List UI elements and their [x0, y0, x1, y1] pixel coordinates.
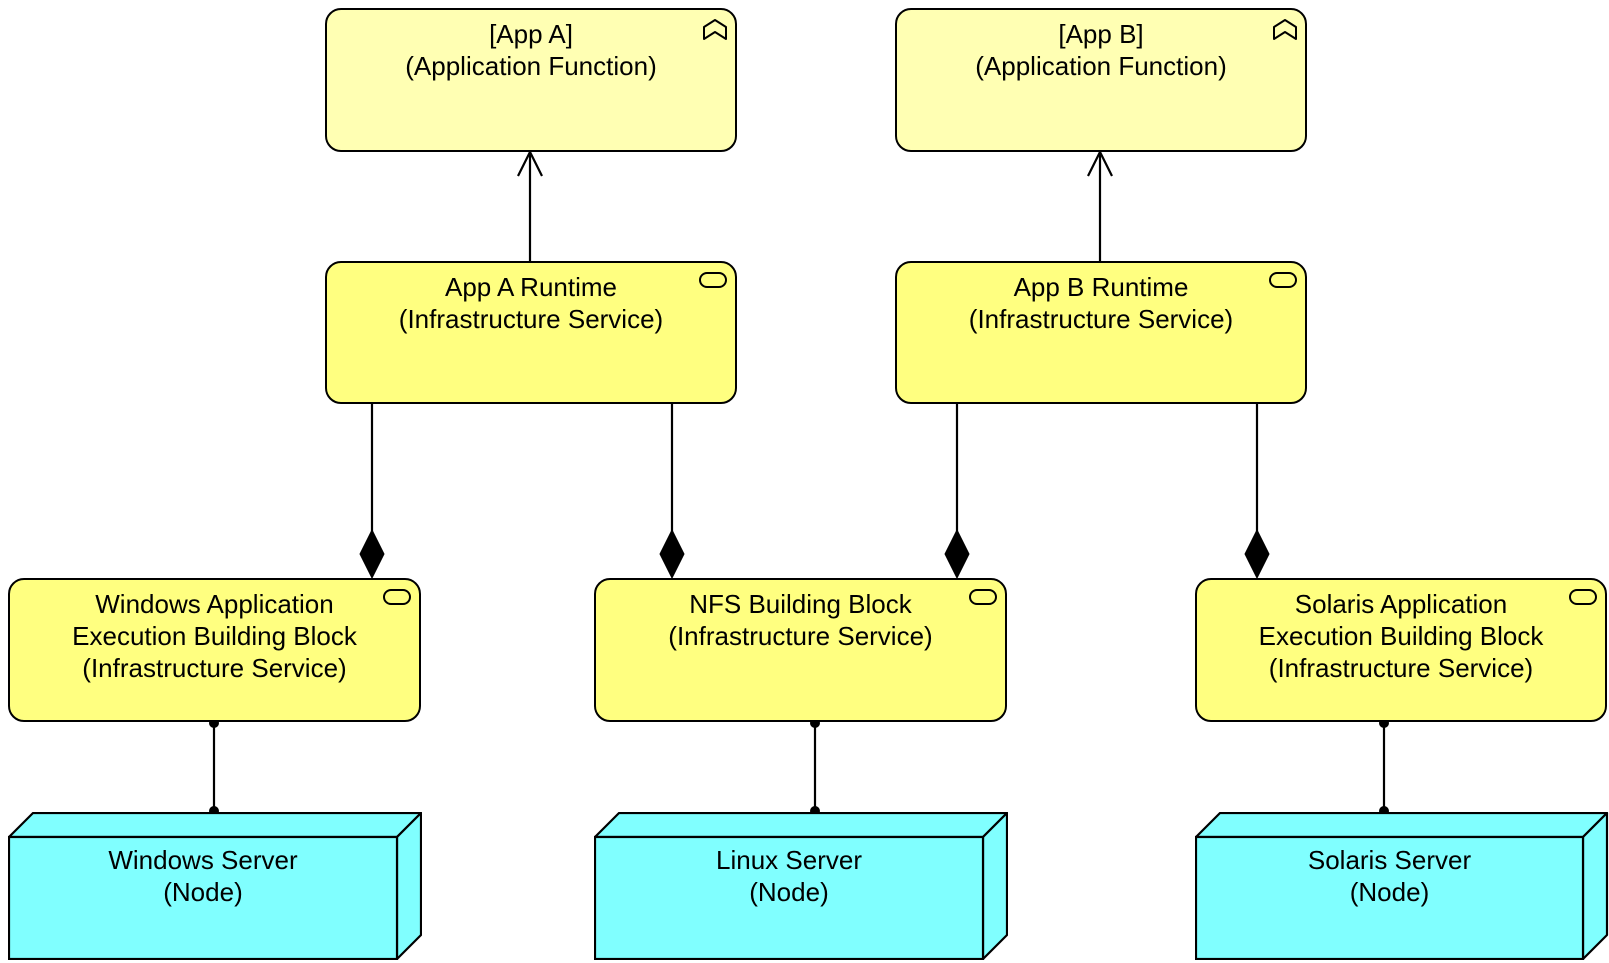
infrastructure-service-icon: [383, 589, 411, 605]
node-label: Solaris Server (Node): [1195, 844, 1584, 908]
solaris-server-node[interactable]: Solaris Server (Node): [1195, 812, 1609, 960]
app-b-runtime-infrastructure-service[interactable]: App B Runtime (Infrastructure Service): [895, 261, 1307, 404]
element-name: App B Runtime: [1013, 272, 1189, 302]
element-name-line-2: Execution Building Block: [1258, 621, 1544, 651]
element-type: (Infrastructure Service): [398, 304, 664, 334]
infrastructure-service-icon: [699, 272, 727, 288]
element-name: [App A]: [489, 19, 573, 49]
element-type: (Application Function): [975, 51, 1227, 81]
app-a-runtime-infrastructure-service[interactable]: App A Runtime (Infrastructure Service): [325, 261, 737, 404]
element-type: (Node): [163, 877, 243, 907]
element-name: Solaris Server: [1307, 845, 1472, 875]
element-name: App A Runtime: [445, 272, 617, 302]
element-type: (Infrastructure Service): [668, 621, 933, 651]
node-box-shape: [8, 812, 422, 960]
solaris-application-execution-building-block[interactable]: Solaris Application Execution Building B…: [1195, 578, 1607, 722]
element-name-line-2: Execution Building Block: [72, 621, 357, 651]
element-name-line-1: Windows Application: [95, 589, 334, 619]
element-type: (Infrastructure Service): [968, 304, 1234, 334]
app-a-application-function[interactable]: [App A] (Application Function): [325, 8, 737, 152]
node-label: Windows Server (Node): [8, 844, 398, 908]
element-name: NFS Building Block: [689, 589, 912, 619]
node-label: Linux Server (Node): [594, 844, 984, 908]
composition-diamond: [1244, 528, 1270, 580]
connector-app-b-runtime-to-app-b[interactable]: [1087, 149, 1113, 261]
infrastructure-service-icon: [1569, 589, 1597, 605]
composition-diamond: [659, 528, 685, 580]
composition-diamond: [944, 528, 970, 580]
app-b-application-function[interactable]: [App B] (Application Function): [895, 8, 1307, 152]
node-box-shape: [1195, 812, 1609, 960]
application-function-icon: [1273, 19, 1297, 40]
windows-application-execution-building-block[interactable]: Windows Application Execution Building B…: [8, 578, 421, 722]
element-type: (Node): [1349, 877, 1430, 907]
element-name: Windows Server: [108, 845, 298, 875]
infrastructure-service-icon: [969, 589, 997, 605]
element-name: Linux Server: [716, 845, 862, 875]
element-type: (Application Function): [405, 51, 657, 81]
element-type: (Infrastructure Service): [82, 653, 347, 683]
composition-diamond: [359, 528, 385, 580]
node-box-shape: [594, 812, 1008, 960]
element-name-line-1: Solaris Application: [1294, 589, 1508, 619]
linux-server-node[interactable]: Linux Server (Node): [594, 812, 1008, 960]
connector-app-a-runtime-to-app-a[interactable]: [517, 149, 543, 261]
windows-server-node[interactable]: Windows Server (Node): [8, 812, 422, 960]
element-type: (Node): [749, 877, 829, 907]
element-name: [App B]: [1058, 19, 1144, 49]
infrastructure-service-icon: [1269, 272, 1297, 288]
application-function-icon: [703, 19, 727, 40]
nfs-building-block[interactable]: NFS Building Block (Infrastructure Servi…: [594, 578, 1007, 722]
element-type: (Infrastructure Service): [1268, 653, 1534, 683]
